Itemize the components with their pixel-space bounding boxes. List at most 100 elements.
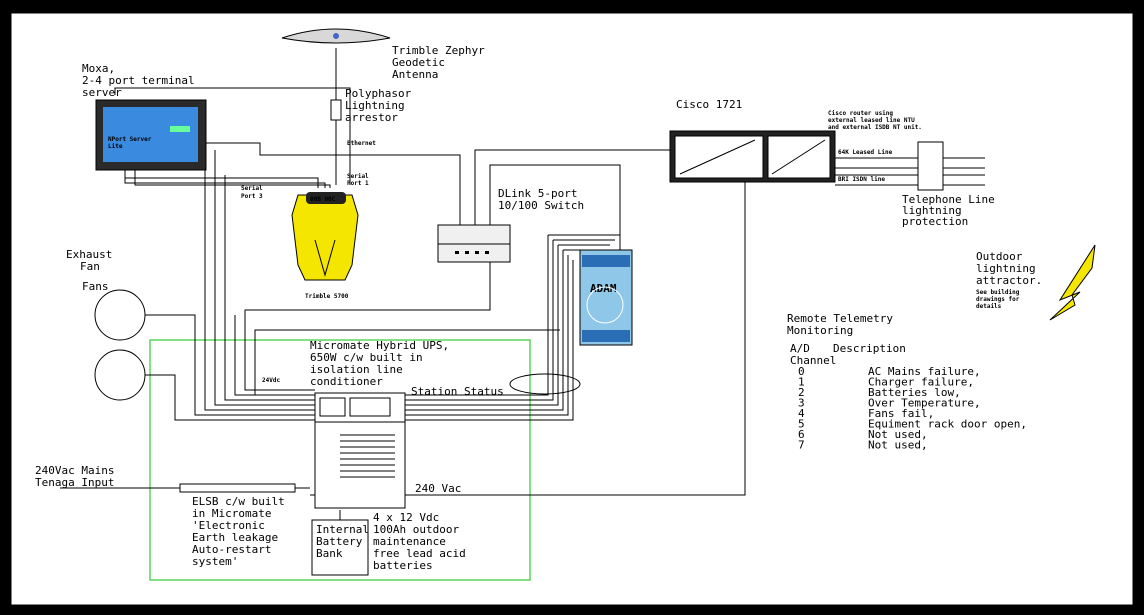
outdoor-note-1: See building bbox=[976, 289, 1020, 296]
antenna-label-1: Trimble Zephyr bbox=[392, 44, 485, 57]
serial-port-1-label-2: Port 1 bbox=[347, 180, 369, 187]
telemetry-title-2: Monitoring bbox=[787, 324, 853, 337]
batteries-label-4: free lead acid bbox=[373, 547, 466, 560]
telemetry-description: Not used, bbox=[868, 439, 928, 452]
cisco-title: Cisco 1721 bbox=[676, 98, 742, 111]
antenna-label-3: Antenna bbox=[392, 68, 438, 81]
telemetry-table: Remote Telemetry Monitoring A/D Descript… bbox=[787, 312, 1027, 452]
telemetry-channel: 7 bbox=[798, 439, 805, 452]
fan-icon bbox=[94, 289, 146, 341]
outdoor-label-1: Outdoor bbox=[976, 250, 1023, 263]
isdn-line-label: BRI ISDN line bbox=[838, 176, 885, 183]
frame-border bbox=[10, 12, 1134, 606]
polyphasor-label-3: arrestor bbox=[345, 111, 398, 124]
outdoor-label-2: lightning bbox=[976, 262, 1036, 275]
telemetry-description: Batteries low, bbox=[868, 386, 961, 399]
battery-label-2: Battery bbox=[316, 535, 363, 548]
station-status-label: Station Status bbox=[411, 385, 504, 398]
outdoor-label-3: attractor. bbox=[976, 274, 1042, 287]
elsb-label-2: in Micromate bbox=[192, 507, 271, 520]
mains-label-2: Tenaga Input bbox=[35, 476, 114, 489]
batteries-label-3: maintenance bbox=[373, 535, 446, 548]
elsb-label-1: ELSB c/w built bbox=[192, 495, 285, 508]
telephone-label-2: lightning bbox=[902, 204, 962, 217]
telemetry-description: Over Temperature, bbox=[868, 397, 981, 410]
antenna-icon bbox=[281, 28, 391, 44]
outdoor-note-3: details bbox=[976, 303, 1002, 310]
moxa-device-label: NPort Server bbox=[108, 136, 152, 143]
batteries-label-2: 100Ah outdoor bbox=[373, 523, 459, 536]
antenna-label-2: Geodetic bbox=[392, 56, 445, 69]
wiring bbox=[60, 48, 985, 520]
adam-module: ADAM bbox=[579, 249, 633, 346]
moxa-terminal-server: NPort Server Lite bbox=[95, 99, 207, 171]
gps-receiver: 00B 00C bbox=[291, 192, 359, 281]
moxa-title-1: Moxa, bbox=[82, 62, 115, 75]
telemetry-header-channel: Channel bbox=[790, 354, 836, 367]
lightning-arrestor-icon bbox=[330, 99, 342, 121]
moxa-device-label-2: Lite bbox=[108, 143, 123, 150]
gps-display: 00B 00C bbox=[310, 196, 336, 203]
dlink-label-2: 10/100 Switch bbox=[498, 199, 584, 212]
telemetry-channel: 2 bbox=[798, 386, 805, 399]
telemetry-description: Equiment rack door open, bbox=[868, 418, 1027, 431]
elsb-label-3: 'Electronic bbox=[192, 519, 265, 532]
telemetry-header-desc: Description bbox=[833, 342, 906, 355]
telemetry-channel: 4 bbox=[798, 407, 805, 420]
polyphasor-label-2: Lightning bbox=[345, 99, 405, 112]
telemetry-channel: 5 bbox=[798, 418, 805, 431]
dlink-switch bbox=[437, 224, 511, 263]
lightning-bolt-icon bbox=[1049, 244, 1096, 321]
moxa-title-2: 2-4 port terminal bbox=[82, 74, 195, 87]
vdc24-label: 24Vdc bbox=[262, 377, 280, 384]
cisco-note-1: Cisco router using bbox=[828, 110, 893, 117]
telemetry-header-ad: A/D bbox=[790, 342, 810, 355]
telemetry-description: Not used, bbox=[868, 428, 928, 441]
telemetry-rows: 0 AC Mains failure, 1 Charger failure, 2 Batt… bbox=[798, 365, 1027, 452]
elsb-icon bbox=[179, 483, 296, 493]
dlink-label-1: DLink 5-port bbox=[498, 187, 577, 200]
ups-unit bbox=[314, 392, 406, 509]
telemetry-channel: 0 bbox=[798, 365, 805, 378]
vac240-label: 240 Vac bbox=[415, 482, 461, 495]
exhaust-label-1: Exhaust bbox=[66, 248, 112, 261]
telemetry-description: AC Mains failure, bbox=[868, 365, 981, 378]
labels: Moxa, 2-4 port terminal server Trimble Z… bbox=[35, 44, 1042, 572]
leased-line-label: 64K Leased Line bbox=[838, 149, 893, 156]
batteries-label-1: 4 x 12 Vdc bbox=[373, 511, 439, 524]
ups-label-2: 650W c/w built in bbox=[310, 351, 423, 364]
telemetry-description: Charger failure, bbox=[868, 376, 974, 389]
serial-port-1-label: Serial bbox=[347, 173, 369, 180]
ups-label-1: Micromate Hybrid UPS, bbox=[310, 339, 449, 352]
batteries-label-5: batteries bbox=[373, 559, 433, 572]
mains-label-1: 240Vac Mains bbox=[35, 464, 114, 477]
battery-label-1: Internal bbox=[316, 523, 369, 536]
adam-label: ADAM bbox=[590, 282, 617, 295]
battery-label-3: Bank bbox=[316, 547, 343, 560]
telephone-label-1: Telephone Line bbox=[902, 193, 995, 206]
ups-label-4: conditioner bbox=[310, 375, 383, 388]
fan-icon bbox=[94, 349, 146, 401]
telemetry-channel: 6 bbox=[798, 428, 805, 441]
telemetry-title-1: Remote Telemetry bbox=[787, 312, 893, 325]
cisco-note-3: and external ISDB NT unit. bbox=[828, 124, 922, 131]
elsb-label-4: Earth leakage bbox=[192, 531, 278, 544]
ethernet-label: Ethernet bbox=[347, 140, 376, 147]
fans-label: Fans bbox=[82, 280, 109, 293]
telephone-label-3: protection bbox=[902, 215, 968, 228]
exhaust-label-2: Fan bbox=[80, 260, 100, 273]
telephone-protection-icon bbox=[917, 141, 944, 191]
telemetry-description: Fans fail, bbox=[868, 407, 934, 420]
telemetry-channel: 1 bbox=[798, 376, 805, 389]
elsb-label-5: Auto-restart bbox=[192, 543, 271, 556]
moxa-title-3: server bbox=[82, 86, 122, 99]
ups-label-3: isolation line bbox=[310, 363, 403, 376]
outdoor-note-2: drawings for bbox=[976, 296, 1020, 303]
ups-enclosure bbox=[149, 339, 531, 581]
battery-bank bbox=[311, 519, 369, 576]
trimble-5700-label: Trimble 5700 bbox=[305, 293, 349, 300]
serial-port-3-label-2: Port 3 bbox=[241, 193, 263, 200]
cisco-note-2: external leased line NTU bbox=[828, 117, 915, 124]
